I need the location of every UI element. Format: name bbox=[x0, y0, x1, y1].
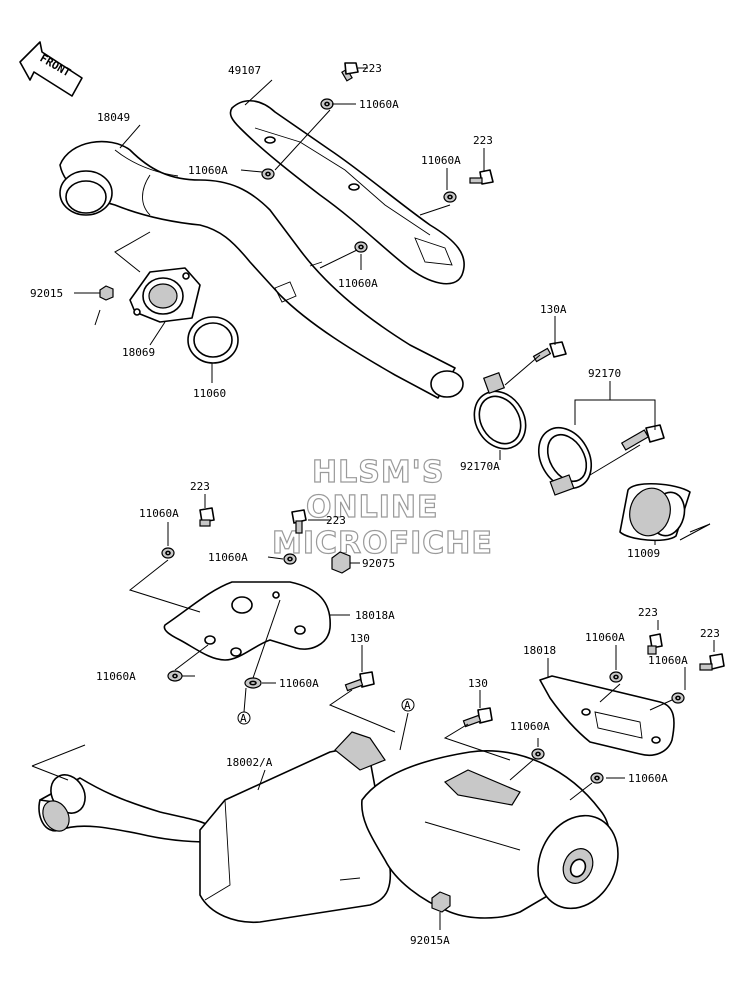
label-18049: 18049 bbox=[97, 111, 130, 124]
gasket-11009 bbox=[619, 482, 691, 542]
nut-92015A bbox=[431, 891, 451, 913]
leader-lines bbox=[31, 67, 715, 930]
washer-11060A-right bbox=[443, 191, 457, 203]
label-18018: 18018 bbox=[523, 644, 556, 657]
label-223-top: 223 bbox=[362, 62, 382, 75]
bolt-223-center2 bbox=[291, 509, 307, 534]
clamp-92170A bbox=[473, 371, 527, 450]
bolt-223-center bbox=[199, 507, 215, 527]
watermark: HLSM'S ONLINE MICROFICHE bbox=[271, 454, 493, 561]
part-labels: 49107 223 11060A 18049 11060A 223 11060A… bbox=[30, 62, 720, 947]
label-11060A-r2: 11060A bbox=[585, 631, 625, 644]
label-130A: 130A bbox=[540, 303, 567, 316]
washer-11060A-pipe bbox=[354, 241, 368, 253]
label-18018A: 18018A bbox=[355, 609, 395, 622]
front-arrow-icon: FRONT bbox=[19, 41, 83, 97]
bracket-18018A bbox=[163, 581, 331, 661]
bolt-130-a bbox=[344, 671, 375, 692]
label-11060A-center4: 11060A bbox=[279, 677, 319, 690]
label-11060A-pipe: 11060A bbox=[338, 277, 378, 290]
label-11009: 11009 bbox=[627, 547, 660, 560]
washer-11060A-center2 bbox=[283, 553, 297, 565]
label-11060A-center: 11060A bbox=[139, 507, 179, 520]
label-92015: 92015 bbox=[30, 287, 63, 300]
bolt-223-r2 bbox=[647, 633, 663, 655]
label-18002A: 18002/A bbox=[226, 756, 273, 769]
gasket-11060 bbox=[187, 316, 239, 364]
bolt-223-r3 bbox=[699, 653, 725, 671]
bolt-223-right bbox=[469, 169, 494, 185]
nut-92075 bbox=[331, 551, 351, 574]
label-11060A-r3: 11060A bbox=[648, 654, 688, 667]
label-11060A-mid: 11060A bbox=[188, 164, 228, 177]
label-130-a: 130 bbox=[350, 632, 370, 645]
washer-11060A-top bbox=[320, 98, 334, 110]
nut-92015 bbox=[99, 285, 114, 301]
washer-11060A-center4 bbox=[244, 677, 262, 689]
watermark-line-1: HLSM'S bbox=[312, 455, 444, 490]
label-11060A-right: 11060A bbox=[421, 154, 461, 167]
label-11060A-center2: 11060A bbox=[208, 551, 248, 564]
label-223-r2: 223 bbox=[638, 606, 658, 619]
ref-a-2-label: A bbox=[404, 699, 411, 712]
washer-11060A-r5 bbox=[590, 772, 604, 784]
ref-a-1-label: A bbox=[240, 712, 247, 725]
label-223-center2: 223 bbox=[326, 514, 346, 527]
bolt-223-top bbox=[341, 62, 359, 82]
label-92170: 92170 bbox=[588, 367, 621, 380]
label-223-right: 223 bbox=[473, 134, 493, 147]
label-11060A-r4: 11060A bbox=[510, 720, 550, 733]
washer-11060A-center3 bbox=[167, 670, 183, 682]
clamp-92170 bbox=[537, 424, 665, 496]
washer-11060A-r3 bbox=[671, 692, 685, 704]
label-18069: 18069 bbox=[122, 346, 155, 359]
washer-11060A-r2 bbox=[609, 671, 623, 683]
label-130-b: 130 bbox=[468, 677, 488, 690]
ref-circle-a-2: A bbox=[401, 698, 415, 712]
label-92015A: 92015A bbox=[410, 934, 450, 947]
heat-guard-49107 bbox=[229, 100, 465, 285]
washer-11060A-center bbox=[161, 547, 175, 559]
label-92075: 92075 bbox=[362, 557, 395, 570]
muffler-18002A bbox=[38, 731, 619, 924]
label-11060A-center3: 11060A bbox=[96, 670, 136, 683]
bolt-130A bbox=[532, 341, 567, 363]
label-223-center: 223 bbox=[190, 480, 210, 493]
label-11060A-r5: 11060A bbox=[628, 772, 668, 785]
exhaust-pipe-18049 bbox=[59, 140, 464, 399]
watermark-line-3: MICROFICHE bbox=[272, 526, 493, 561]
label-223-r3: 223 bbox=[700, 627, 720, 640]
label-11060: 11060 bbox=[193, 387, 226, 400]
label-11060A-top: 11060A bbox=[359, 98, 399, 111]
ref-circle-a-1: A bbox=[237, 711, 251, 725]
label-49107: 49107 bbox=[228, 64, 261, 77]
washer-11060A-r4 bbox=[531, 748, 545, 760]
bracket-18018 bbox=[539, 675, 675, 756]
label-92170A: 92170A bbox=[460, 460, 500, 473]
flange-18069 bbox=[129, 267, 201, 323]
washer-11060A-mid bbox=[261, 168, 275, 180]
